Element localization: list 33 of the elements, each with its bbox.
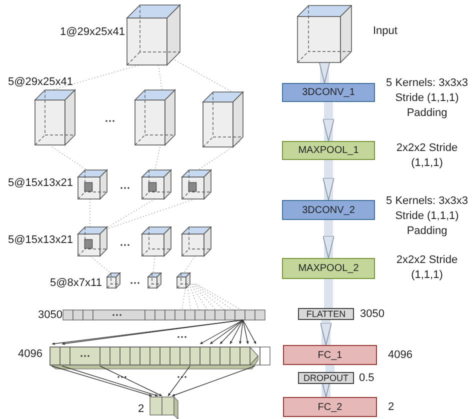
connector-band (326, 365, 334, 372)
block-arrow (322, 102, 334, 142)
layer-size-label: 4096 (18, 348, 42, 361)
layer-size-label: 5@29x25x41 (8, 76, 73, 89)
convolution-layer-box: 3DCONV_1 (282, 83, 375, 102)
input-cube (297, 5, 352, 63)
dense-layer-box: FC_2 (283, 397, 377, 417)
layer-size-label: 5@15x13x21 (8, 234, 73, 247)
layer-parameters: 3050 (360, 307, 384, 322)
layer-size-label: 3050 (38, 309, 62, 322)
layer-parameters: 0.5 (359, 371, 374, 386)
layer-parameters: 5 Kernels: 3x3x3 Stride (1,1,1) Padding (385, 76, 469, 121)
block-arrow (318, 60, 330, 84)
connector-band (324, 279, 333, 308)
layer-size-label: 5@15x13x21 (8, 177, 73, 190)
dense-layer-box: FC_1 (283, 345, 377, 365)
layer-parameters: 5 Kernels: 3x3x3 Stride (1,1,1) Padding (385, 194, 469, 239)
block-arrow (322, 160, 334, 200)
layer-parameters: 4096 (388, 348, 412, 363)
pooling-layer-box: MAXPOOL_2 (282, 258, 375, 279)
layer-parameters: 2x2x2 Stride (1,1,1) (395, 253, 459, 283)
pooling-layer-box: MAXPOOL_1 (282, 141, 375, 160)
block-arrow (322, 220, 334, 258)
convolution-layer-box: 3DCONV_2 (282, 200, 375, 220)
block-arrow (320, 320, 332, 346)
layer-size-label: 5@8x7x11 (50, 277, 102, 290)
node-caption: Input (373, 24, 398, 39)
layer-parameters: 2 (388, 400, 394, 415)
dropout-tag: DROPOUT (298, 372, 354, 384)
layer-size-label: 1@29x25x41 (60, 26, 125, 39)
flatten-tag: FLATTEN (298, 308, 354, 320)
layer-size-label: 2 (138, 403, 144, 416)
layer-parameters: 2x2x2 Stride (1,1,1) (395, 141, 459, 171)
